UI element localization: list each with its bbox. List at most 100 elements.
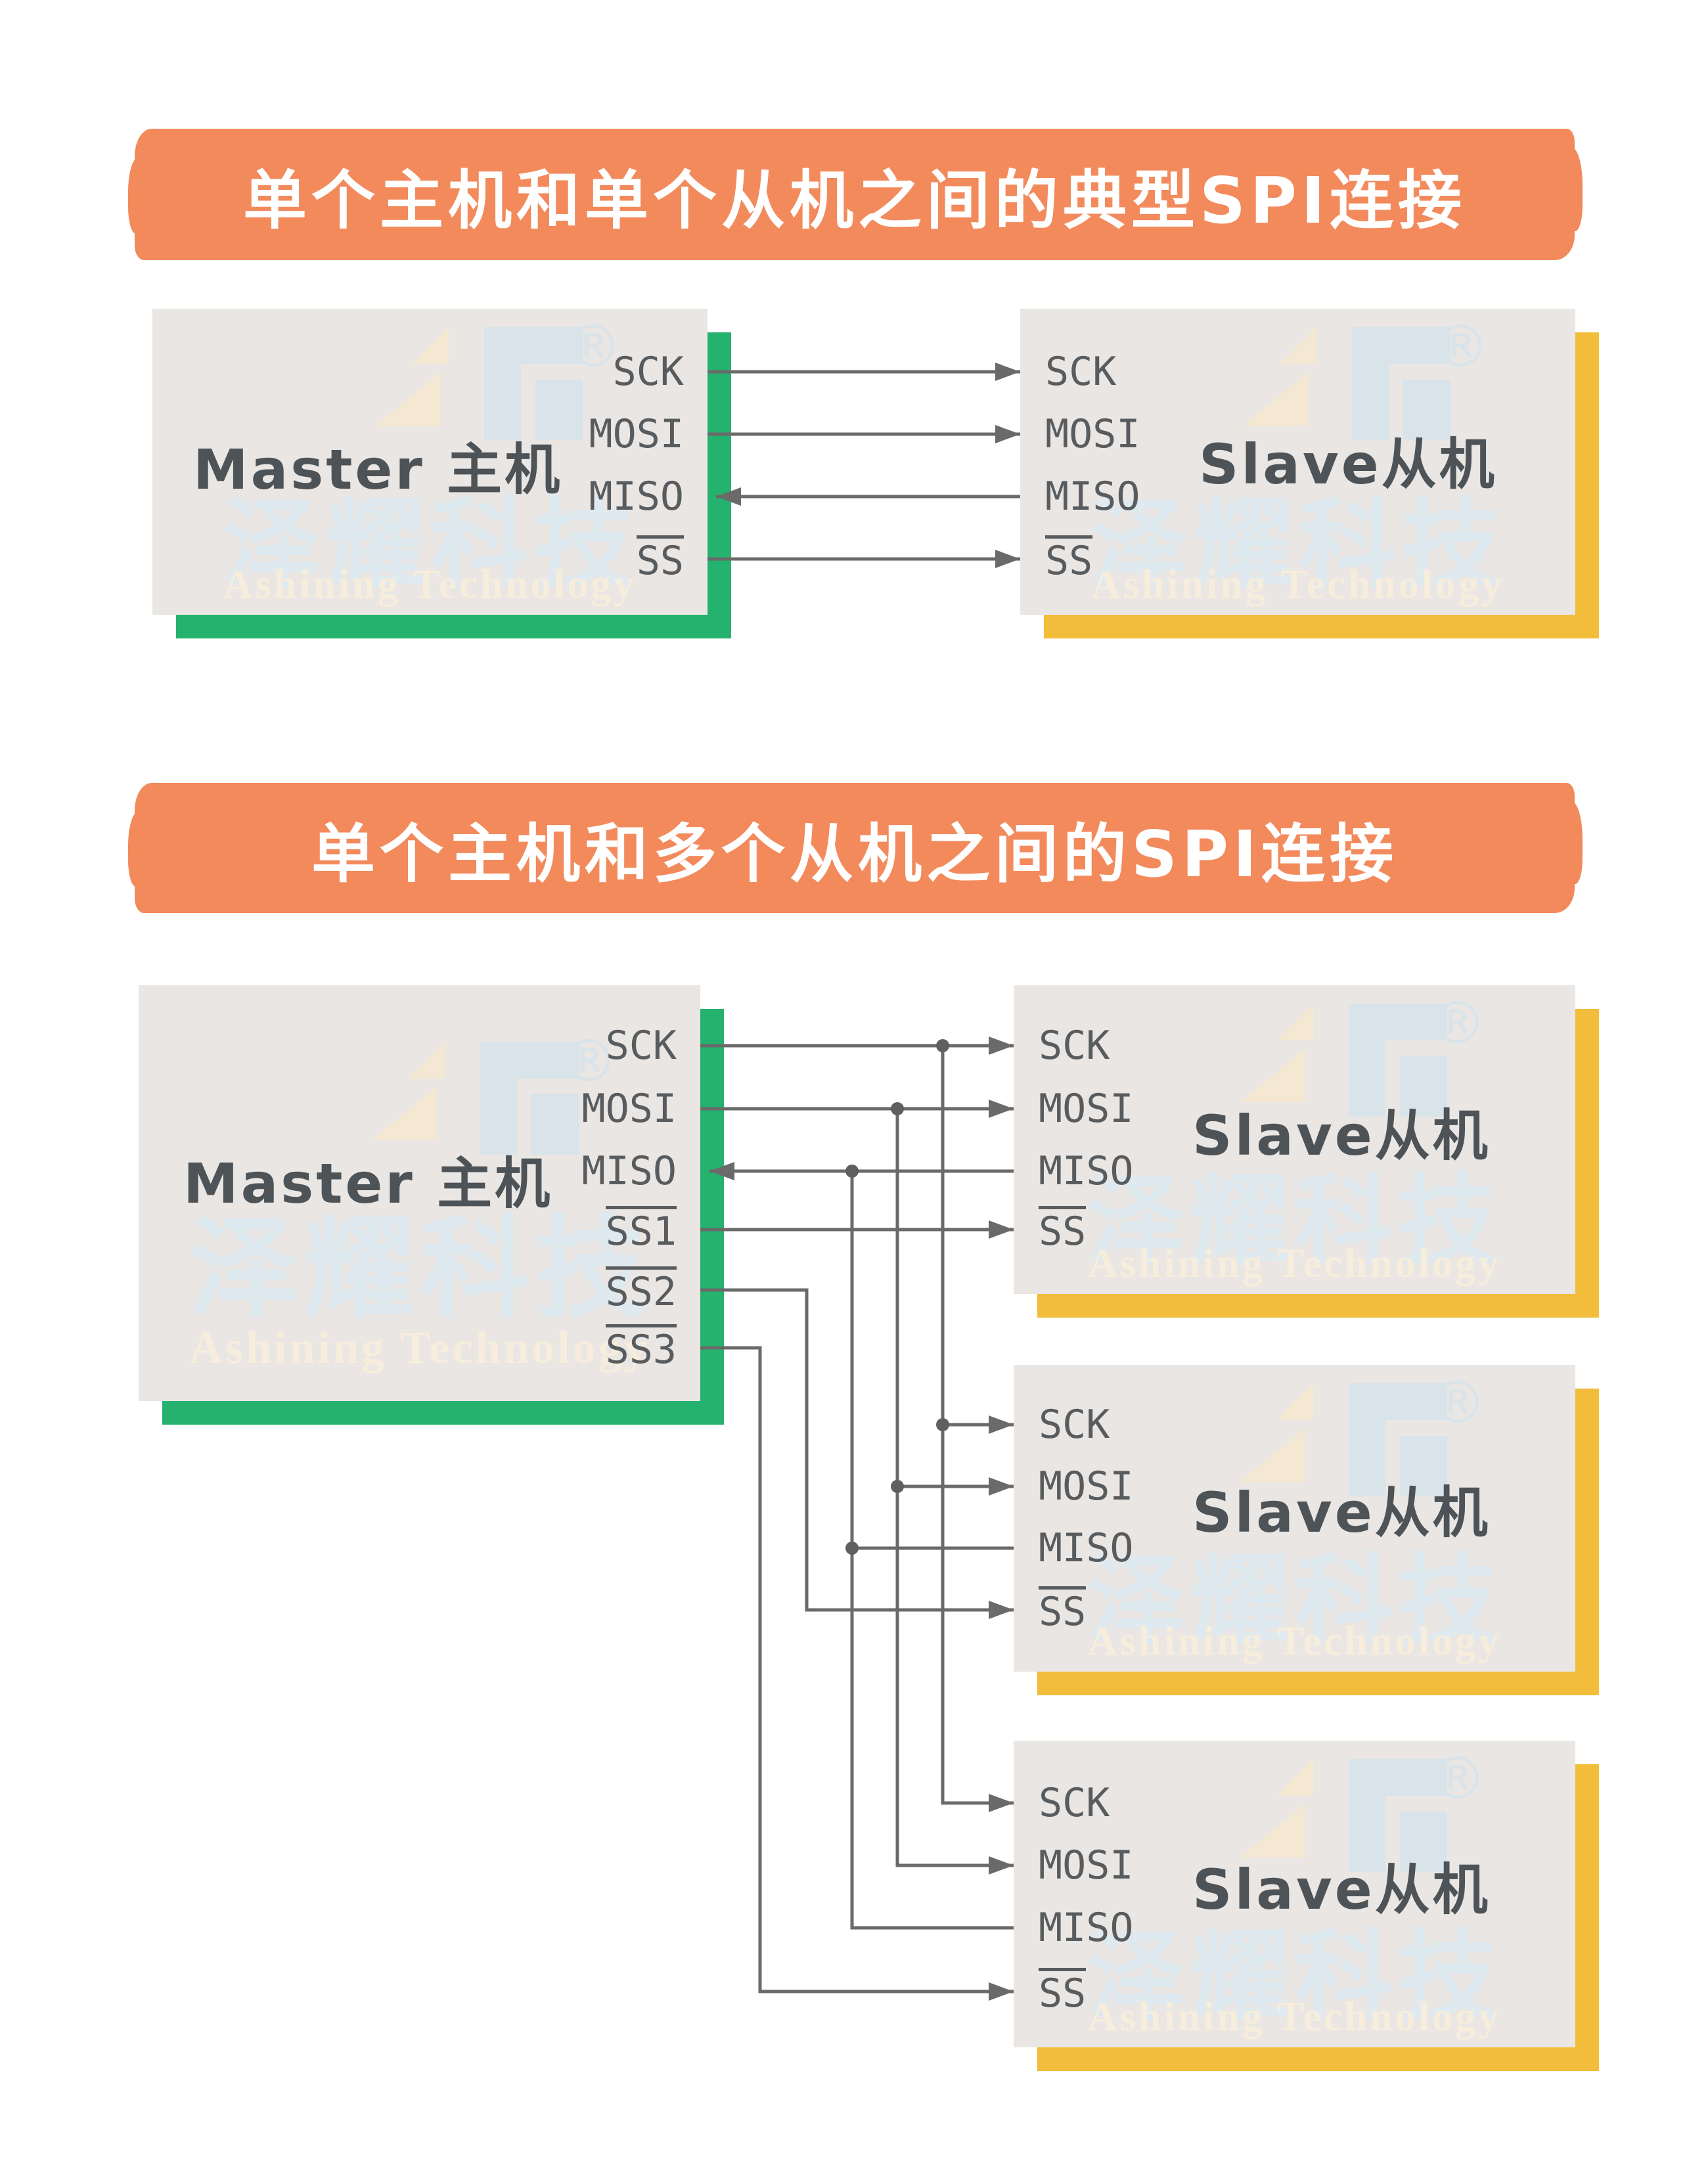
slave-title: Slave从机 [1192,1858,1491,1922]
registered-mark-icon: ® [1428,1745,1487,1812]
wire-d2-ss2 [700,1288,1014,1619]
logo-triangle-big [1239,1048,1305,1102]
pin-label-mosi: MOSI [1039,1086,1134,1132]
wire-d2-ss3 [700,1346,1014,2001]
logo-blue-bar [1351,327,1389,440]
watermark-cn-text: 泽耀科技 [188,1205,651,1333]
ashining-logo-icon: ® [1236,1374,1487,1496]
slave-box-2a: ® 泽耀科技 Ashining Technology Slave从机 SCK M… [1014,985,1575,1294]
slave-title: Slave从机 [1192,1481,1491,1545]
pin-label-ss3: SS3 [605,1324,677,1371]
pin-label-ss: SS [1039,1586,1087,1634]
ashining-logo-icon: ® [1236,1750,1487,1872]
pin-label-mosi: MOSI [581,1086,677,1132]
watermark: ® 泽耀科技 Ashining Technology [1014,985,1575,1294]
watermark: ® 泽耀科技 Ashining Technology [1014,1741,1575,2047]
logo-blue-bar [1348,1004,1385,1117]
logo-triangle-big [1239,1428,1305,1482]
watermark-en-text: Ashining Technology [1087,1995,1502,2039]
banner-single-slave: 单个主机和单个从机之间的典型SPI连接 [128,129,1583,260]
logo-triangle-big [371,1086,437,1140]
logo-blue-bar [480,1042,517,1155]
master-box-1: ® 泽耀科技 Ashining Technology Master 主机 SCK… [152,309,708,615]
pin-label-sck: SCK [1039,1023,1110,1069]
logo-triangle-small [1276,1759,1313,1796]
pin-label-ss: SS [636,535,684,583]
ashining-logo-icon: ® [1239,318,1490,440]
slave-title: Slave从机 [1192,1103,1491,1168]
pin-label-miso: MISO [1045,474,1140,520]
watermark-en-text: Ashining Technology [1087,1241,1502,1286]
pin-label-sck: SCK [1045,349,1117,395]
pin-label-mosi: MOSI [1039,1842,1134,1888]
pin-label-sck: SCK [1039,1402,1110,1448]
slave-box-2b: ® 泽耀科技 Ashining Technology Slave从机 SCK M… [1014,1365,1575,1672]
pin-label-ss2: SS2 [605,1266,677,1314]
logo-blue-block [535,380,583,440]
wire-d2-miso-trunk [850,1171,1014,1930]
watermark-en-text: Ashining Technology [189,1323,650,1373]
watermark-cn-text: 泽耀科技 [1087,1920,1502,2034]
watermark-en-text: Ashining Technology [223,562,637,607]
logo-blue-bar [483,327,521,440]
pin-label-sck: SCK [1039,1780,1110,1826]
slave-box-1: ® 泽耀科技 Ashining Technology Slave从机 SCK M… [1020,309,1575,615]
logo-blue-block [531,1094,579,1155]
banner-multi-slave: 单个主机和多个从机之间的SPI连接 [128,783,1583,913]
master-title: Master 主机 [193,437,563,502]
pin-label-sck: SCK [605,1023,677,1069]
slave-box-2c: ® 泽耀科技 Ashining Technology Slave从机 SCK M… [1014,1741,1575,2047]
registered-mark-icon: ® [1431,313,1490,380]
slave-title: Slave从机 [1199,432,1497,497]
watermark-cn-text: 泽耀科技 [1087,1165,1502,1279]
wire-d2-sck-trunk [941,1046,1014,1812]
pin-label-miso: MISO [1039,1905,1134,1951]
logo-blue-bar [1348,1383,1385,1496]
pin-label-mosi: MOSI [1045,411,1140,457]
watermark-cn-text: 泽耀科技 [1090,488,1506,602]
pin-label-miso: MISO [589,474,685,520]
pin-label-ss1: SS1 [605,1206,677,1253]
logo-triangle-big [374,372,441,426]
wire-d2-mosi-trunk [895,1109,1014,1875]
registered-mark-icon: ® [560,1027,618,1095]
registered-mark-icon: ® [564,313,622,380]
logo-triangle-small [1276,1383,1313,1420]
master-title: Master 主机 [183,1151,553,1216]
watermark-en-text: Ashining Technology [1090,562,1505,607]
watermark: ® 泽耀科技 Ashining Technology [152,309,708,615]
logo-triangle-big [1239,1804,1305,1858]
registered-mark-icon: ® [1428,989,1487,1057]
master-box-2: ® 泽耀科技 Ashining Technology Master 主机 SCK… [139,985,700,1401]
pin-label-mosi: MOSI [1039,1463,1134,1509]
pin-label-miso: MISO [1039,1148,1134,1194]
watermark: ® 泽耀科技 Ashining Technology [1020,309,1575,615]
wire-junction-dots [845,1039,949,1555]
watermark: ® 泽耀科技 Ashining Technology [139,985,700,1401]
pin-label-sck: SCK [612,349,684,395]
logo-blue-block [1399,1812,1447,1872]
logo-blue-block [1403,380,1450,440]
logo-blue-block [1399,1056,1447,1117]
ashining-logo-icon: ® [1236,994,1487,1117]
watermark-cn-text: 泽耀科技 [222,488,638,602]
pin-label-miso: MISO [1039,1525,1134,1571]
banner-single-slave-text: 单个主机和单个从机之间的典型SPI连接 [242,163,1467,238]
pin-label-ss: SS [1039,1206,1087,1253]
watermark: ® 泽耀科技 Ashining Technology [1014,1365,1575,1672]
logo-triangle-big [1242,372,1309,426]
watermark-cn-text: 泽耀科技 [1087,1544,1502,1659]
banner-multi-slave-text: 单个主机和多个从机之间的SPI连接 [311,816,1399,891]
registered-mark-icon: ® [1428,1369,1487,1436]
logo-triangle-small [1276,1004,1313,1040]
watermark-en-text: Ashining Technology [1087,1619,1502,1664]
pin-label-mosi: MOSI [589,411,685,457]
ashining-logo-icon: ® [371,318,622,440]
logo-triangle-small [407,1042,445,1079]
logo-triangle-small [1279,327,1316,364]
logo-blue-bar [1348,1759,1385,1872]
logo-triangle-small [411,327,449,364]
pin-label-ss: SS [1045,535,1093,583]
